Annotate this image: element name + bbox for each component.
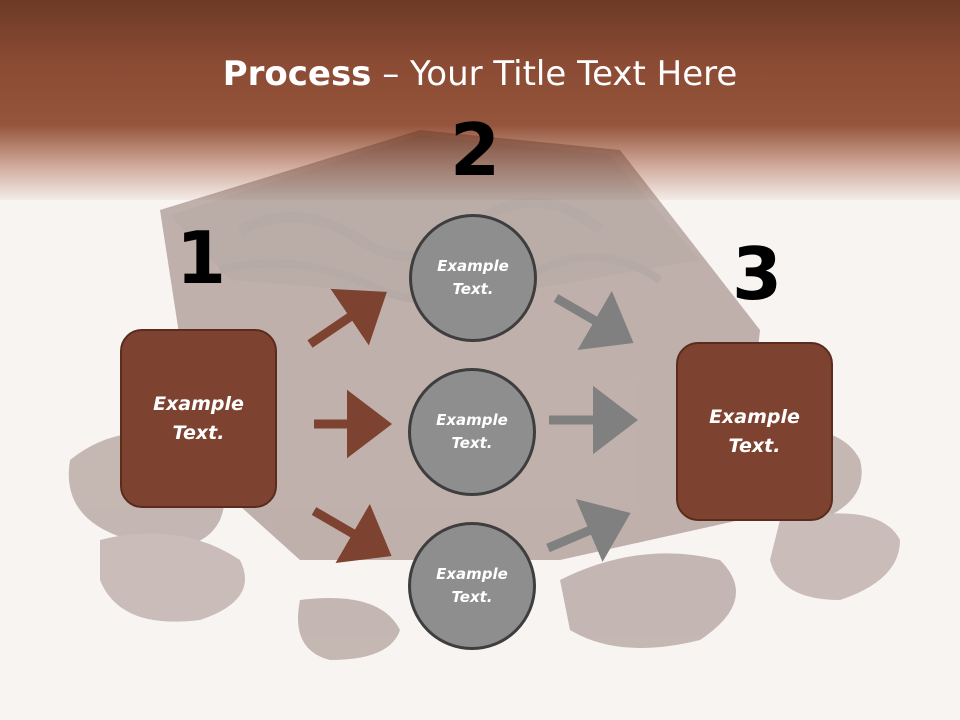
step-1-box: Example Text.	[120, 329, 277, 508]
title-banner	[0, 0, 960, 200]
circle-top-text: Example Text.	[437, 257, 509, 298]
step-3-box: Example Text.	[676, 342, 833, 521]
circle-middle-text: Example Text.	[436, 411, 508, 452]
step-number-3: 3	[732, 232, 783, 316]
step-number-2: 2	[450, 108, 501, 192]
title-bold: Process	[222, 54, 372, 94]
arrow-top-to-right	[553, 290, 634, 351]
arrow-left-to-bottom	[311, 503, 392, 564]
step-2-circle-bottom: Example Text.	[408, 522, 536, 650]
step-3-text: Example Text.	[709, 405, 800, 457]
slide-title: Process – Your Title Text Here	[0, 52, 960, 96]
arrow-bottom-to-right	[546, 499, 631, 563]
step-2-circle-middle: Example Text.	[408, 368, 536, 496]
circle-bottom-text: Example Text.	[436, 565, 508, 606]
step-1-text: Example Text.	[153, 392, 244, 444]
step-2-circle-top: Example Text.	[409, 214, 537, 342]
title-rest: – Your Title Text Here	[371, 54, 738, 94]
arrow-left-to-top	[307, 288, 387, 348]
step-number-1: 1	[176, 216, 227, 300]
